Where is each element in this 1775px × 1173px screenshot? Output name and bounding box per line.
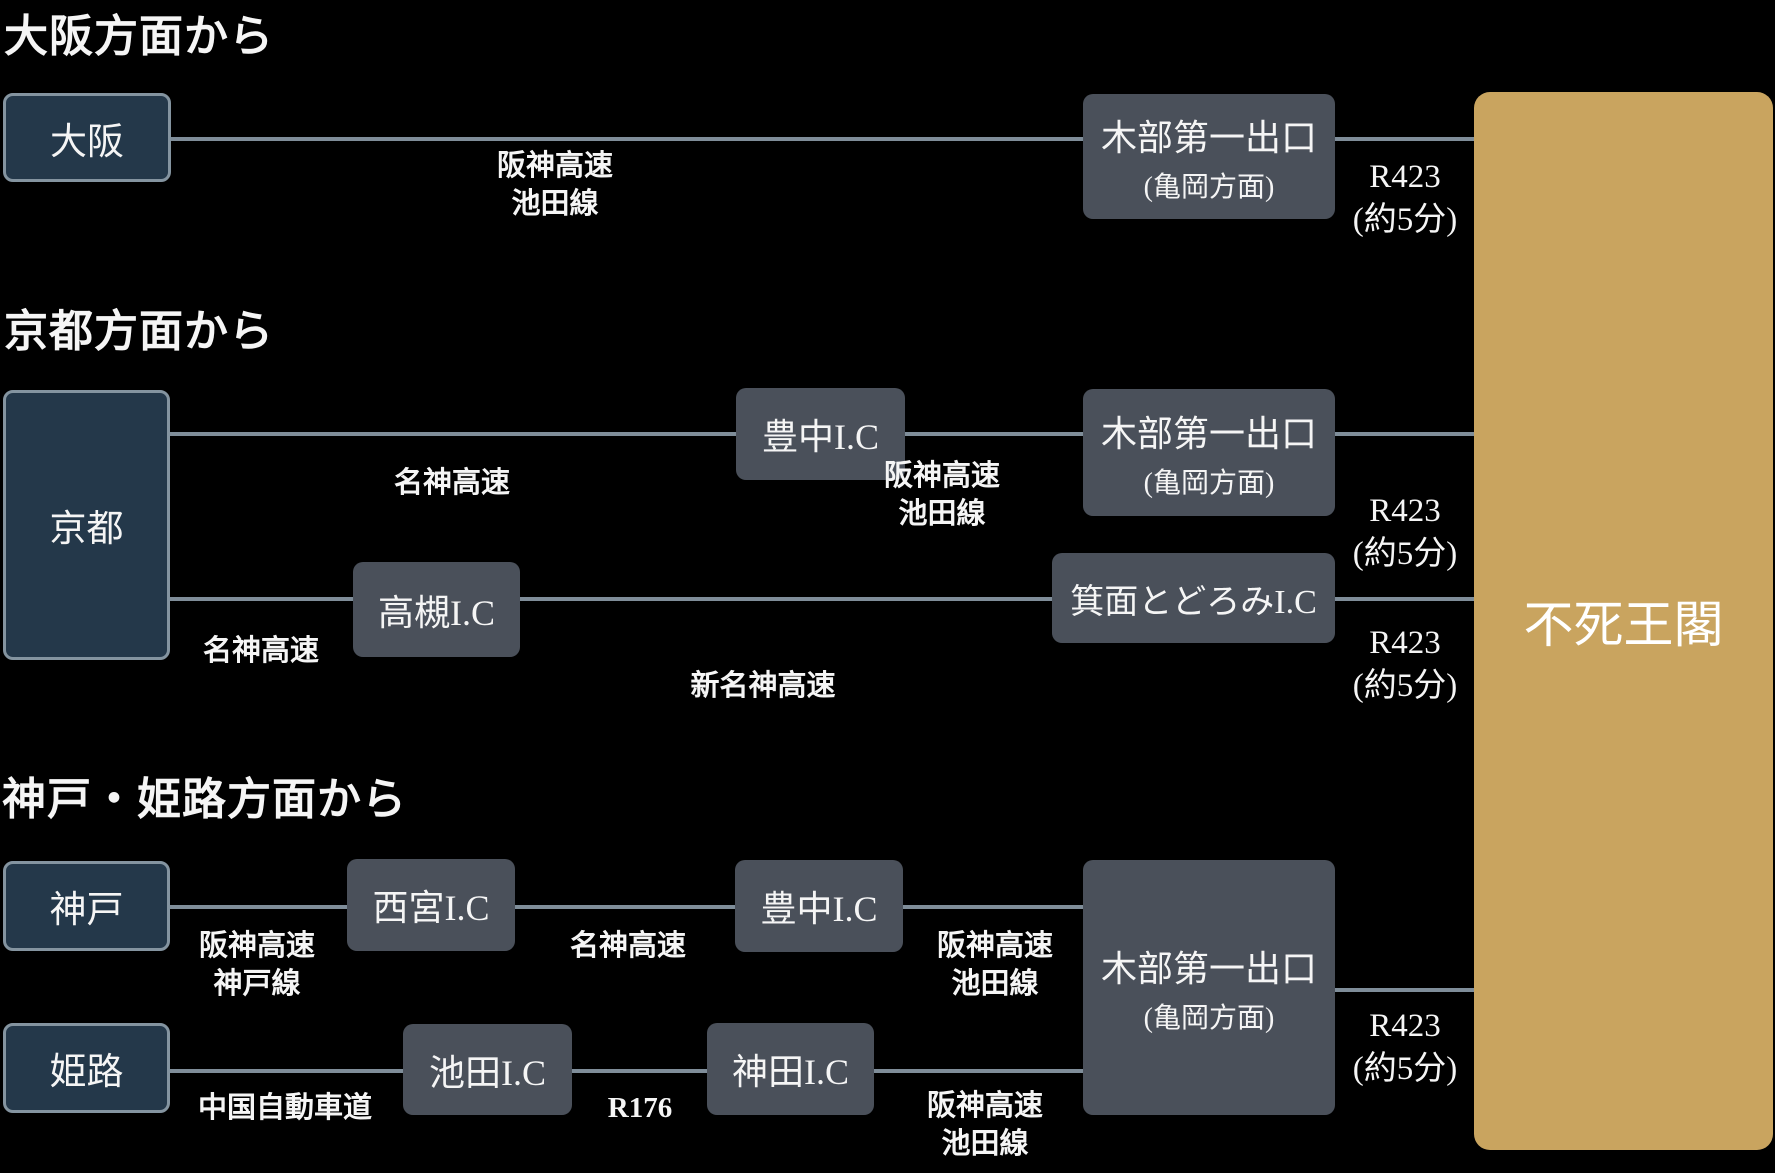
route-line-kibe-to-destination-kyoto-top [1335,432,1474,436]
route-line-kibe-to-destination-osaka [1335,137,1474,141]
route-line-takatsuki-to-minoo [520,597,1052,601]
route-label-hanshin-kobe: 阪神高速 神戸線 [198,930,316,1000]
node-box-kibe-exit-kobe: 木部第一出口 (亀岡方面) [1083,860,1335,1115]
route-label-r423-osaka: R423 (約5分) [1352,159,1458,238]
route-line-kibe-to-destination-kobe [1335,988,1474,992]
route-label-hanshin-ikeda-osaka: 阪神高速 池田線 [496,150,614,220]
route-line-himeji-to-ikeda [170,1069,403,1073]
node-box-minoo-todoromi-ic: 箕面とどろみI.C [1052,553,1335,643]
route-label-r423-kobe: R423 (約5分) [1352,1008,1458,1087]
origin-box-kyoto: 京都 [3,390,170,660]
origin-label-himeji: 姫路 [49,1052,124,1093]
origin-label-osaka: 大阪 [50,121,124,163]
route-label-r176: R176 [607,1092,673,1124]
origin-label-kyoto: 京都 [49,509,124,550]
node-box-kibe-exit-osaka: 木部第一出口 (亀岡方面) [1083,94,1335,219]
node-box-kibe-exit-kyoto: 木部第一出口 (亀岡方面) [1083,389,1335,516]
route-line-kyoto-to-toyonaka [170,432,736,436]
node-box-nishinomiya-ic: 西宮I.C [347,859,515,951]
route-line-toyonaka-to-kibe-kobe [903,905,1083,909]
route-line-osaka-to-kibe [171,137,1083,141]
route-label-hanshin-ikeda-kyoto: 阪神高速 池田線 [883,460,1001,530]
node-box-ikeda-ic: 池田I.C [403,1024,572,1115]
node-box-toyonaka-ic-kobe: 豊中I.C [735,860,903,952]
origin-box-osaka: 大阪 [3,93,171,182]
node-box-takatsuki-ic: 高槻I.C [353,562,520,657]
node-label: 豊中I.C [760,889,878,929]
origin-box-himeji: 姫路 [3,1023,170,1113]
node-label: 木部第一出口 [1100,117,1317,158]
route-line-kobe-to-nishinomiya [170,905,347,909]
node-label: 箕面とどろみI.C [1070,583,1317,621]
node-label: 神田I.C [731,1052,849,1092]
route-label-chugoku-expressway: 中国自動車道 [197,1092,373,1124]
route-line-ikeda-to-kanda [572,1069,707,1073]
node-label: 池田I.C [428,1052,546,1093]
node-label: 高槻I.C [377,592,495,633]
route-label-hanshin-ikeda-kobe: 阪神高速 池田線 [936,930,1054,1000]
route-label-r423-kyoto-top: R423 (約5分) [1352,493,1458,572]
node-label: 木部第一出口 [1100,948,1317,989]
node-box-toyonaka-ic-kyoto: 豊中I.C [736,388,905,480]
node-label: 西宮I.C [372,888,490,928]
route-label-meishin-kyoto-bottom: 名神高速 [202,635,320,667]
origin-box-kobe: 神戸 [3,861,170,951]
route-label-meishin-kyoto-top: 名神高速 [393,467,511,499]
node-sublabel: (亀岡方面) [1143,467,1275,499]
section-heading-from-kyoto: 京都方面から [4,307,274,356]
node-label: 豊中I.C [761,417,879,457]
route-line-toyonaka-to-kibe [905,432,1083,436]
node-box-kanda-ic: 神田I.C [707,1023,874,1115]
route-line-kyoto-to-takatsuki [170,597,353,601]
route-label-hanshin-ikeda-himeji: 阪神高速 池田線 [926,1090,1044,1160]
origin-label-kobe: 神戸 [49,890,124,931]
destination-label: 不死王閣 [1523,597,1724,653]
route-line-minoo-to-destination [1335,597,1474,601]
route-label-meishin-kobe: 名神高速 [569,930,687,962]
section-heading-from-kobe-himeji: 神戸・姫路方面から [2,775,407,824]
node-sublabel: (亀岡方面) [1143,1002,1275,1034]
node-label: 木部第一出口 [1100,413,1317,454]
route-line-nishinomiya-to-toyonaka [515,905,735,909]
section-heading-from-osaka: 大阪方面から [4,12,274,61]
route-line-kanda-to-kibe [874,1069,1083,1073]
destination-box: 不死王閣 [1474,92,1773,1150]
route-label-r423-kyoto-bottom: R423 (約5分) [1352,625,1458,704]
node-sublabel: (亀岡方面) [1143,171,1275,203]
route-label-shin-meishin: 新名神高速 [690,670,836,702]
